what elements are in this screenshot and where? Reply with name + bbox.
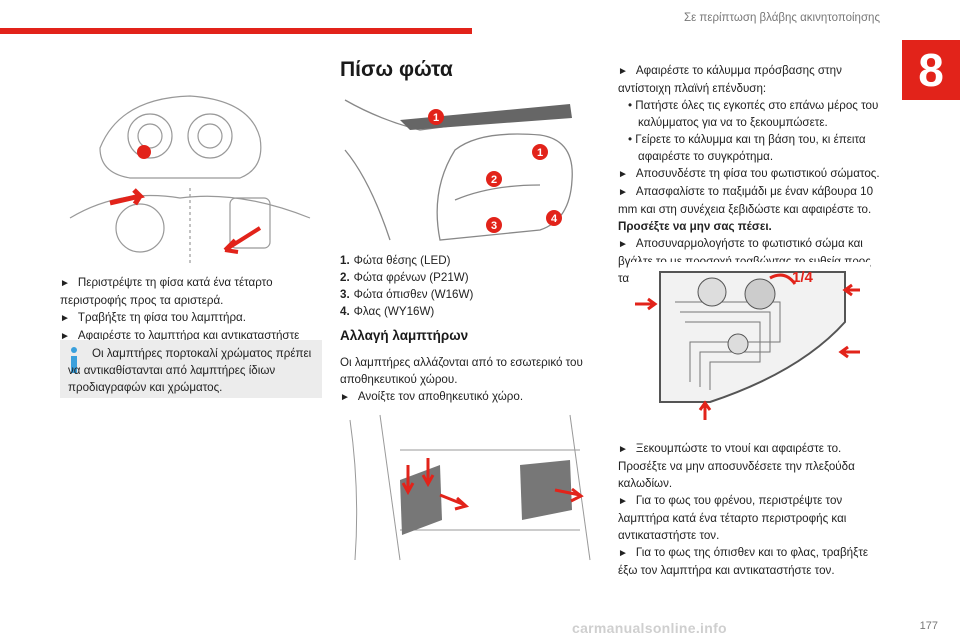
step: ►Απασφαλίστε το παξιμάδι με έναν κάβουρα… bbox=[618, 185, 874, 233]
callout-marker bbox=[486, 217, 502, 233]
arrow-icon: ► bbox=[60, 278, 70, 289]
legend-item: 1.Φώτα θέσης (LED) bbox=[340, 254, 451, 267]
press-arrow-icon bbox=[401, 465, 415, 496]
clip-arrow-icon bbox=[838, 345, 860, 359]
pull-arrow-icon bbox=[439, 493, 470, 511]
step: ►Περιστρέψτε τη φίσα κατά ένα τέταρτο πε… bbox=[60, 276, 273, 307]
sub-step: • Πατήστε όλες τις εγκοπές στο επάνω μέρ… bbox=[628, 99, 879, 129]
pull-arrow-icon bbox=[223, 226, 262, 254]
header-accent-line bbox=[0, 28, 472, 34]
sub-step: • Γείρετε το κάλυμμα και τη βάση του, κι… bbox=[628, 133, 866, 163]
callout-marker bbox=[486, 171, 502, 187]
col3-text-top: ►Αφαιρέστε το κάλυμμα πρόσβασης στην αντ… bbox=[618, 62, 880, 287]
callout-label: 3 bbox=[491, 220, 497, 232]
arrow-icon: ► bbox=[618, 187, 628, 198]
callout-marker bbox=[546, 210, 562, 226]
clip-arrow-icon bbox=[842, 283, 860, 297]
rotate-arrow-icon bbox=[109, 188, 145, 206]
page-number: 177 bbox=[919, 620, 938, 632]
clip-arrow-icon bbox=[635, 297, 658, 311]
callout-label: 1 bbox=[433, 112, 439, 124]
legend-item: 4.Φλας (WY16W) bbox=[340, 305, 435, 318]
warning-text: Προσέξτε να μην σας πέσει. bbox=[618, 220, 772, 233]
arrow-icon: ► bbox=[340, 392, 350, 403]
chapter-title: Σε περίπτωση βλάβης ακινητοποίησης bbox=[683, 12, 880, 24]
callout-label: 2 bbox=[491, 174, 497, 186]
step: ►Για το φως του φρένου, περιστρέψτε τον … bbox=[618, 494, 847, 542]
step: ►Τραβήξτε τη φίσα του λαμπτήρα. bbox=[60, 311, 246, 324]
subsection-title: Αλλαγή λαμπτήρων bbox=[340, 328, 469, 343]
arrow-icon: ► bbox=[618, 548, 628, 559]
storage-compartment-figure bbox=[340, 410, 602, 572]
chapter-badge: 8 bbox=[902, 40, 960, 100]
quarter-turn-label: 1/4 bbox=[792, 269, 814, 286]
col3-text-bottom: ►Ξεκουμπώστε το ντουί και αφαιρέστε το. … bbox=[618, 440, 880, 579]
headlamp-bulb-figure bbox=[60, 78, 320, 268]
arrow-icon: ► bbox=[618, 66, 628, 77]
lamp-legend: 1.Φώτα θέσης (LED) 2.Φώτα φρένων (P21W) … bbox=[340, 252, 598, 320]
arrow-icon: ► bbox=[60, 313, 70, 324]
col2-text: Οι λαμπτήρες αλλάζονται από το εσωτερικό… bbox=[340, 354, 598, 406]
info-text: Οι λαμπτήρες πορτοκαλί χρώματος πρέπει ν… bbox=[68, 347, 312, 394]
rear-lamp-figure: 1 1 2 3 4 bbox=[340, 90, 602, 250]
arrow-icon: ► bbox=[618, 239, 628, 250]
step: ►Ξεκουμπώστε το ντουί και αφαιρέστε το. … bbox=[618, 442, 855, 490]
lamp-unit-figure: 1/4 bbox=[630, 262, 870, 422]
legend-item: 3.Φώτα όπισθεν (W16W) bbox=[340, 288, 474, 301]
bullet-icon: • bbox=[628, 99, 633, 112]
bullet-icon: • bbox=[628, 133, 633, 146]
section-title: Πίσω φώτα bbox=[340, 58, 453, 81]
arrow-icon: ► bbox=[60, 331, 70, 342]
step: ►Ανοίξτε τον αποθηκευτικό χώρο. bbox=[340, 390, 524, 403]
pull-arrow-icon bbox=[554, 487, 584, 503]
step: ►Για το φως της όπισθεν και το φλας, τρα… bbox=[618, 546, 869, 577]
info-box: Οι λαμπτήρες πορτοκαλί χρώματος πρέπει ν… bbox=[60, 340, 322, 398]
callout-markers: 1 1 2 3 4 bbox=[428, 109, 562, 233]
step: ►Αφαιρέστε το κάλυμμα πρόσβασης στην αντ… bbox=[618, 64, 842, 95]
intro-text: Οι λαμπτήρες αλλάζονται από το εσωτερικό… bbox=[340, 356, 583, 386]
callout-label: 1 bbox=[537, 147, 543, 159]
legend-item: 2.Φώτα φρένων (P21W) bbox=[340, 271, 469, 284]
watermark: carmanualsonline.info bbox=[572, 620, 727, 636]
bulb-location-marker bbox=[137, 145, 151, 159]
callout-marker bbox=[428, 109, 444, 125]
info-icon bbox=[71, 347, 77, 373]
rotate-arrow-icon bbox=[769, 273, 797, 285]
callout-marker bbox=[532, 144, 548, 160]
press-arrow-icon bbox=[421, 458, 435, 488]
clip-arrow-icon bbox=[698, 400, 712, 420]
step: ►Αποσυνδέστε τη φίσα του φωτιστικού σώμα… bbox=[618, 167, 880, 180]
arrow-icon: ► bbox=[618, 496, 628, 507]
arrow-icon: ► bbox=[618, 444, 628, 455]
callout-label: 4 bbox=[551, 213, 558, 225]
arrow-icon: ► bbox=[618, 169, 628, 180]
